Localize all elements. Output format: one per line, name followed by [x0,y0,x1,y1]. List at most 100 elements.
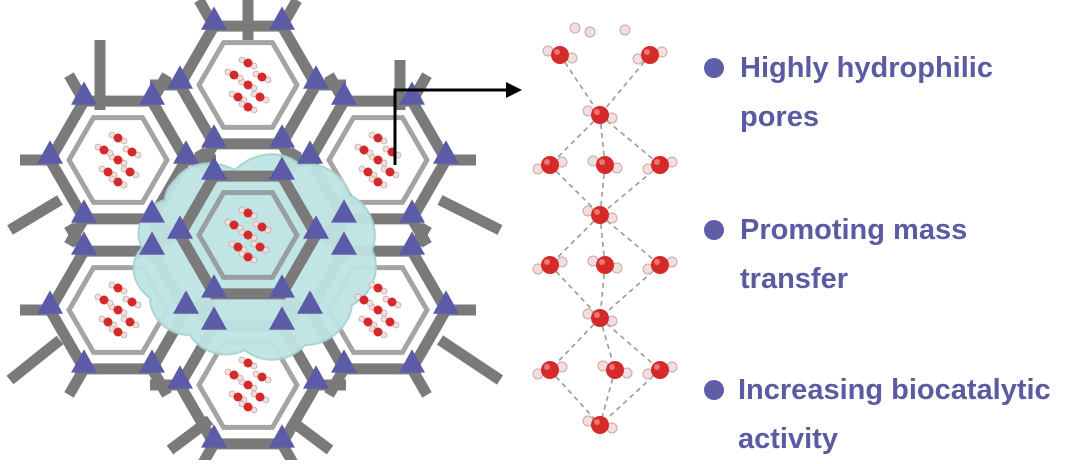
oxygen-atom [113,327,123,337]
oxygen-atom [596,156,614,174]
oxygen-atom [113,305,123,315]
oxygen-atom [243,230,253,240]
pore-water-clusters [94,56,402,414]
oxygen-atom [541,156,559,174]
framework-strut [436,335,504,385]
linker-triangle [201,156,227,180]
linker-triangle [269,156,295,180]
linker-triangle [269,306,295,330]
hydrogen-bond [549,264,601,319]
oxygen-highlight [609,364,615,370]
oxygen-atom [243,208,253,218]
oxygen-atom [359,145,369,155]
oxygen-atom [373,305,383,315]
bullet-line: activity [738,423,838,455]
oxygen-atom [103,317,113,327]
oxygen-highlight [654,159,660,165]
pore-inner-ring [196,190,300,280]
oxygen-atom [255,242,265,252]
oxygen-atom [359,295,369,305]
bullet-line: transfer [740,263,848,295]
bullet-dot-icon [704,380,724,400]
linker-triangle [167,365,193,389]
pore-inner-ring [66,115,170,205]
oxygen-highlight [544,159,550,165]
water-molecule [582,415,618,434]
oxygen-atom [243,358,253,368]
linker-triangle [433,290,459,314]
water-molecule [532,361,568,380]
linker-triangle [399,231,425,255]
water-molecule [582,105,618,124]
oxygen-atom [541,256,559,274]
bullet-line: pores [740,101,819,133]
linker-triangle [201,306,227,330]
oxygen-atom [373,283,383,293]
oxygen-atom [99,145,109,155]
water-molecule [542,45,578,64]
bullet-text: Highly hydrophilic pores [740,44,1080,142]
hydrogen-bond [549,164,601,216]
oxygen-highlight [594,312,600,318]
linker-triangle [269,424,295,448]
oxygen-atom [385,317,395,327]
linker-triangle [331,231,357,255]
oxygen-atom [229,370,239,380]
oxygen-atom [127,147,137,157]
oxygen-atom [541,361,559,379]
framework-strut [166,415,214,455]
framework-strut [277,441,298,460]
water-cluster [354,281,402,339]
oxygen-atom [641,46,659,64]
water-molecule [642,256,678,275]
oxygen-atom [373,327,383,337]
oxygen-highlight [554,49,560,55]
hydrogen-atom [584,26,596,38]
oxygen-atom [233,92,243,102]
oxygen-atom [363,317,373,327]
oxygen-atom [363,167,373,177]
bullet-text: Promoting mass transfer [740,206,1080,304]
bullet-line: Highly hydrophilic [740,52,993,84]
oxygen-atom [113,177,123,187]
water-molecule [587,255,623,274]
linker-triangle [399,349,425,373]
oxygen-atom [113,133,123,143]
bullet-text: Increasing biocatalytic activity [738,366,1080,464]
oxygen-atom [125,167,135,177]
framework-strut [198,441,219,460]
water-molecule [642,156,678,175]
oxygen-atom [243,58,253,68]
oxygen-atom [229,220,239,230]
oxygen-highlight [599,159,605,165]
linker-triangle [173,140,199,164]
oxygen-atom [651,256,669,274]
oxygen-highlight [594,109,600,115]
pore-inner-ring [326,115,430,205]
water-cluster [94,281,142,339]
framework-strut [64,366,89,398]
oxygen-highlight [654,364,660,370]
water-molecule [597,360,633,379]
framework-strut [324,366,349,398]
oxygen-atom [373,177,383,187]
bullet-dot-icon [704,58,724,78]
linker-triangle [297,290,323,314]
oxygen-atom [385,167,395,177]
oxygen-atom [551,46,569,64]
linker-triangle [297,140,323,164]
linker-triangle [201,274,227,298]
mof-framework-illustration [6,0,504,460]
hydrogen-bond [549,114,601,166]
oxygen-atom [113,155,123,165]
hydrogen-atom [569,22,581,34]
linker-triangles [37,6,459,448]
oxygen-atom [255,392,265,402]
oxygen-highlight [594,209,600,215]
oxygen-highlight [544,259,550,265]
linker-triangle [139,231,165,255]
water-molecule [582,205,618,224]
linker-triangle [139,349,165,373]
water-cluster [224,356,272,414]
hydrogen-bond [549,214,601,266]
